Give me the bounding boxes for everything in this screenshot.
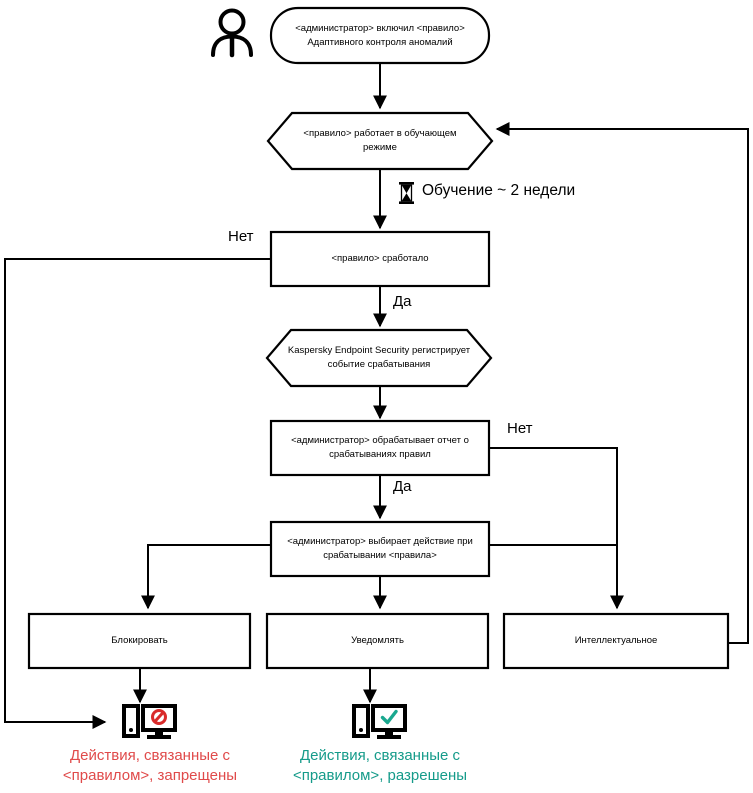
learning-duration-text: Обучение ~ 2 недели xyxy=(422,182,576,199)
outcome-denied-line2: <правилом>, запрещены xyxy=(62,767,238,785)
edge-label-report-yes: Да xyxy=(393,478,412,495)
node-start-shape xyxy=(269,6,491,65)
outcome-allowed-line1: Действия, связанные с xyxy=(299,747,461,764)
node-report-shape xyxy=(269,419,491,477)
edge-label-triggered-yes: Да xyxy=(393,293,412,310)
outcome-denied-label: Действия, связанные с <правилом>, запрещ… xyxy=(0,746,300,787)
edge-label-triggered-no: Нет xyxy=(228,228,254,245)
edge-report-no xyxy=(489,447,624,610)
outcome-denied-line1: Действия, связанные с xyxy=(69,747,231,764)
node-smart-shape xyxy=(502,612,730,670)
node-block-shape xyxy=(27,612,252,670)
person-icon xyxy=(211,8,253,58)
outcome-allowed-line2: <правилом>, разрешены xyxy=(292,767,468,785)
node-kes-shape xyxy=(265,328,493,388)
node-learning-shape xyxy=(266,111,494,171)
computer-allowed-icon xyxy=(352,704,407,739)
outcome-allowed-label: Действия, связанные с <правилом>, разреш… xyxy=(230,746,530,787)
computer-blocked-icon xyxy=(122,704,177,739)
edge-select-to-block xyxy=(141,544,271,610)
learning-duration-label: Обучение ~ 2 недели xyxy=(393,182,575,200)
node-select-action-shape xyxy=(269,520,491,578)
edge-label-report-no: Нет xyxy=(507,420,533,437)
node-rule-triggered-shape xyxy=(269,230,491,288)
hourglass-icon xyxy=(399,182,414,204)
edge-triggered-no xyxy=(4,258,271,729)
node-notify-shape xyxy=(265,612,490,670)
edge-smart-loopback xyxy=(495,122,749,644)
